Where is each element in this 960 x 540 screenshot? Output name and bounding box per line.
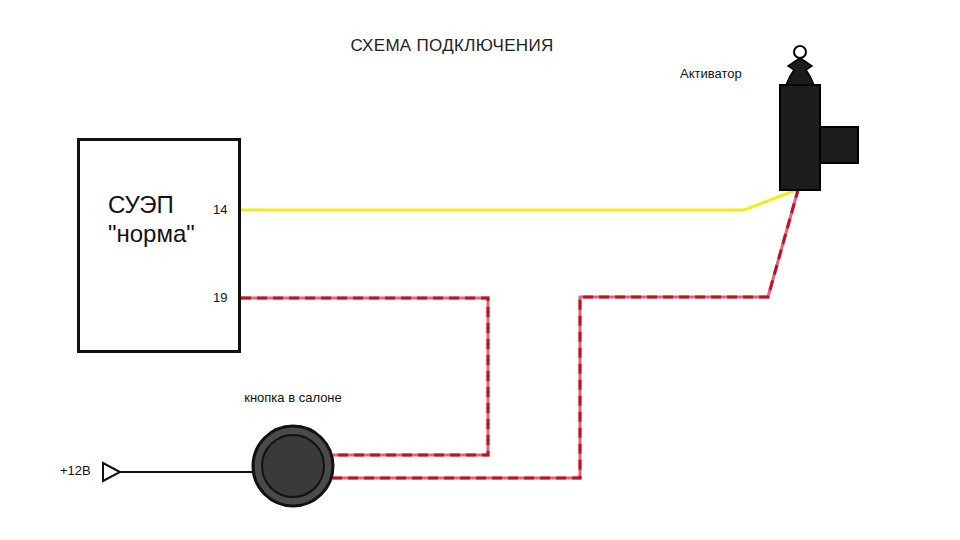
node-title: СУЭП "норма" [108,191,226,249]
wire [332,190,798,478]
activator: Активатор [672,42,864,194]
wire [241,190,796,210]
wire-dash [332,190,798,478]
cabin-button: кнопка в салоне [233,388,353,510]
control-unit-box: СУЭП "норма" [77,138,241,353]
node-title: Активатор [680,66,742,82]
activator-bracket [820,127,858,163]
wire-path [241,190,796,210]
diagram-title: СХЕМА ПОДКЛЮЧЕНИЯ [350,36,553,56]
power-wire [120,471,254,473]
activator-plunger [786,58,814,85]
button-drawing [233,388,353,510]
pin-number: 14 [213,202,227,217]
button-cap [262,435,324,497]
activator-eye [794,46,806,58]
terminal-symbol [103,463,120,481]
activator-body [780,85,820,190]
button-rim [253,426,333,506]
wire-path [332,190,798,478]
supply-label: +12В [60,463,91,478]
activator-drawing [672,42,864,194]
node-title: кнопка в салоне [244,390,342,406]
pin-number: 19 [213,290,227,305]
